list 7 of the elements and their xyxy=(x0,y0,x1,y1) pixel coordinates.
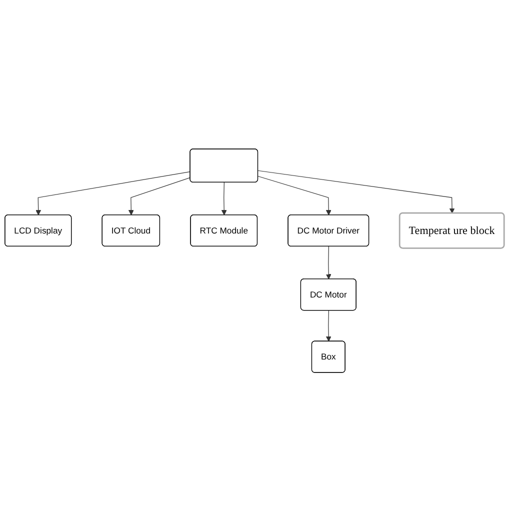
arrow xyxy=(36,171,191,216)
arrow xyxy=(326,310,332,342)
arrow xyxy=(258,176,332,216)
arrow xyxy=(221,182,227,216)
arrow xyxy=(258,170,455,214)
arrow xyxy=(326,246,332,280)
arrow xyxy=(128,177,191,216)
